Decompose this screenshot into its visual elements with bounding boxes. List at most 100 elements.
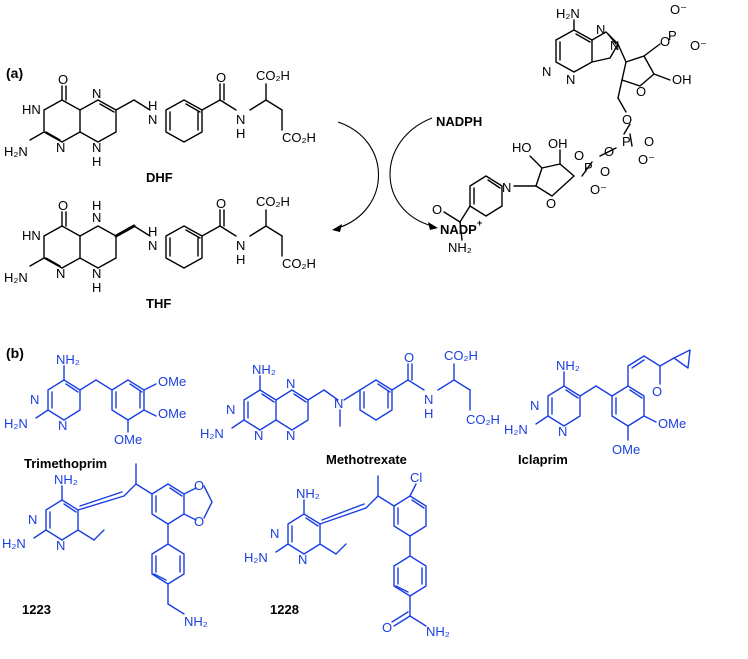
atom-label: P [622, 134, 631, 149]
atom-label: N [58, 418, 67, 433]
atom-label: N [226, 402, 235, 417]
atom-label: NH₂ [448, 240, 472, 255]
atom-label: N [286, 428, 295, 443]
atom-label: H [92, 198, 101, 213]
atom-label: O [194, 478, 204, 493]
atom-label: NADP [440, 222, 477, 237]
atom-label: OMe [158, 374, 186, 389]
atom-label: CO₂H [256, 68, 290, 83]
atom-label: O [574, 148, 584, 163]
nadph-label: NADPH [436, 114, 482, 129]
atom-label: H₂N [4, 144, 28, 159]
trimethoprim-label: Trimethoprim [24, 456, 107, 471]
dhf-label: DHF [146, 170, 173, 185]
atom-label: H [424, 406, 433, 421]
atom-label: N [334, 396, 343, 411]
atom-label: N [148, 238, 157, 253]
atom-label: HN [22, 102, 41, 117]
atom-label: O [652, 384, 662, 399]
nadp-label: NADP + [440, 218, 482, 237]
reaction-arrows [332, 117, 438, 232]
atom-label: N [148, 112, 157, 127]
atom-label: O [600, 164, 610, 179]
trimethoprim-structure: NH₂ N N H₂N OMe OMe OMe [4, 352, 186, 447]
atom-label: Cl [410, 470, 422, 485]
atom-label: N [92, 140, 101, 155]
atom-label: O [216, 70, 226, 85]
atom-label: N [610, 38, 619, 53]
iclaprim-label: Iclaprim [518, 452, 568, 467]
atom-label: NH₂ [426, 624, 450, 639]
atom-label: N [92, 266, 101, 281]
atom-label: OH [548, 136, 568, 151]
atom-label: N [502, 180, 511, 195]
atom-label: O [404, 350, 414, 365]
iclaprim-structure: NH₂ N N H₂N O OMe OMe [504, 349, 691, 457]
atom-label: H₂N [244, 550, 268, 565]
atom-label: N [30, 392, 39, 407]
atom-label: CO₂H [282, 256, 316, 271]
nadph-structure: H₂N N N N N O O P O⁻ O⁻ OH O P O O⁻ O P … [432, 2, 707, 255]
atom-label: O [58, 72, 68, 87]
atom-label: N [424, 392, 433, 407]
atom-label: H [92, 280, 101, 295]
compound-1228-structure: NH₂ N N H₂N Cl O NH₂ [244, 470, 450, 639]
atom-label: N [56, 538, 65, 553]
dhf-structure: O HN N H₂N N N H N H O N H CO₂H CO₂H [4, 68, 316, 169]
atom-label: OMe [158, 406, 186, 421]
atom-label: N [596, 22, 605, 37]
atom-label: P [584, 160, 593, 175]
atom-label: N [92, 86, 101, 101]
atom-label: O⁻ [670, 2, 687, 17]
atom-label: CO₂H [256, 194, 290, 209]
atom-label: HO [512, 140, 532, 155]
atom-label: H [236, 252, 245, 267]
atom-label: O⁻ [638, 152, 655, 167]
compound-1228-label: 1228 [270, 602, 299, 617]
atom-label: O [382, 620, 392, 635]
atom-label: N [236, 112, 245, 127]
atom-label: N [236, 238, 245, 253]
atom-label: O⁻ [690, 38, 707, 53]
atom-label: O [636, 84, 646, 99]
atom-label: N [298, 552, 307, 567]
atom-label: N [56, 266, 65, 281]
atom-label: N [92, 210, 101, 225]
atom-label: CO₂H [282, 130, 316, 145]
atom-label: NH₂ [556, 358, 580, 373]
atom-label: O [546, 196, 556, 211]
atom-label: O⁻ [590, 182, 607, 197]
atom-label: N [56, 140, 65, 155]
atom-label: N [530, 398, 539, 413]
atom-label: H₂N [504, 422, 528, 437]
atom-label: H [92, 154, 101, 169]
atom-label: OH [672, 72, 692, 87]
thf-label: THF [146, 296, 171, 311]
panel-label-a: (a) [6, 65, 23, 81]
atom-label: O [216, 196, 226, 211]
atom-label: O [622, 112, 632, 127]
atom-label: H₂N [4, 416, 28, 431]
atom-label: O [432, 202, 442, 217]
atom-label: H₂N [200, 426, 224, 441]
atom-label: O [644, 134, 654, 149]
atom-label: H₂N [2, 536, 26, 551]
atom-label: H [148, 98, 157, 113]
atom-label: N [254, 428, 263, 443]
atom-label: O [604, 144, 614, 159]
atom-label: NH₂ [184, 614, 208, 629]
atom-label: H [148, 224, 157, 239]
thf-structure: O HN N H₂N N H N H N H O N H CO₂H CO₂H [4, 194, 316, 295]
atom-label: H [236, 126, 245, 141]
atom-label: H₂N [556, 6, 580, 21]
atom-label: H₂N [4, 270, 28, 285]
methotrexate-structure: NH₂ N N H₂N N N N O N H CO₂H CO₂H [200, 348, 500, 443]
atom-label: HN [22, 228, 41, 243]
atom-label: O [58, 198, 68, 213]
atom-label: O [194, 514, 204, 529]
atom-label: NH₂ [54, 472, 78, 487]
atom-label: P [668, 28, 677, 43]
atom-label: N [566, 72, 575, 87]
atom-label: N [542, 64, 551, 79]
atom-label: NH₂ [296, 486, 320, 501]
